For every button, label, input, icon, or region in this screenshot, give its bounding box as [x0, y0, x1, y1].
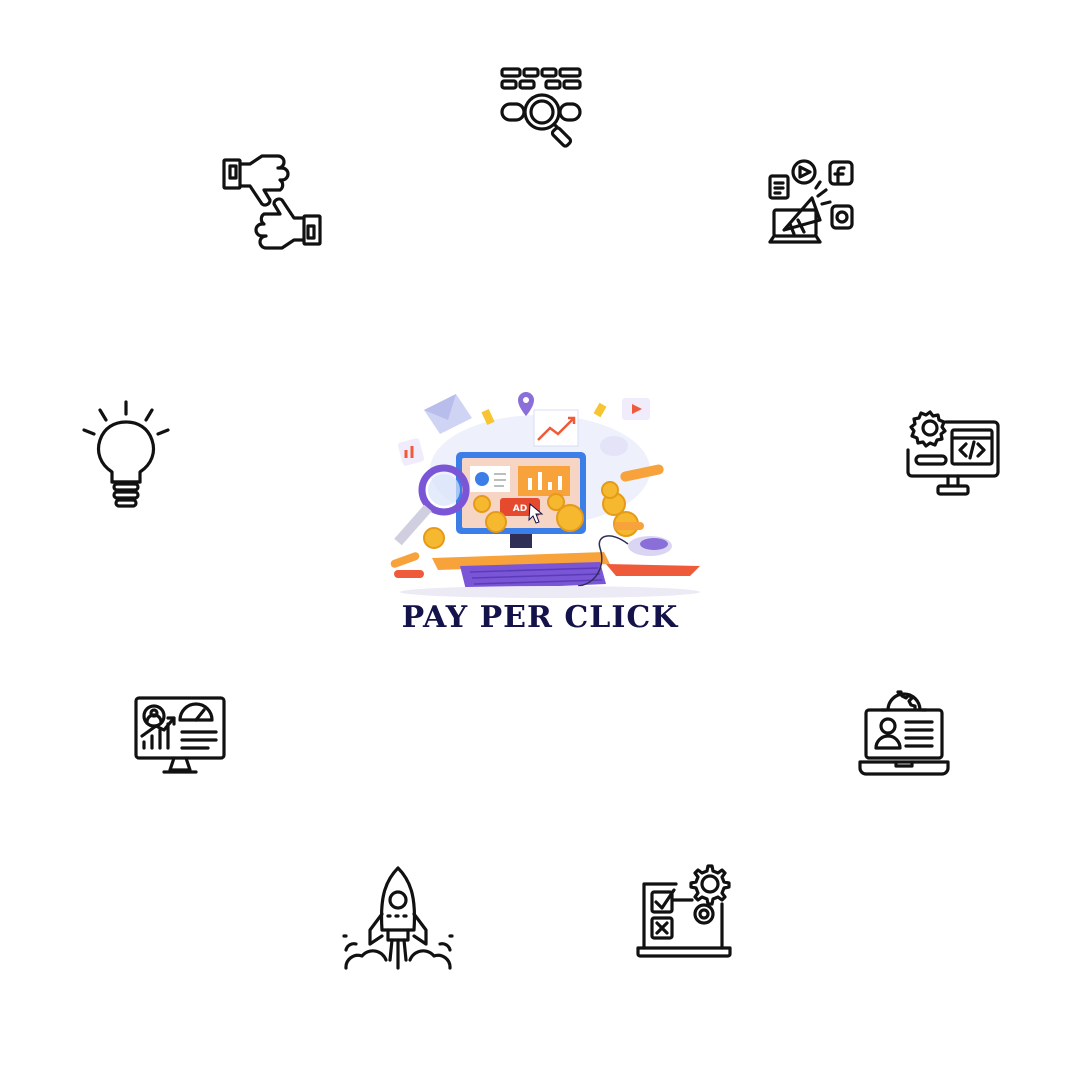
social-media-marketing-icon: [768, 158, 856, 248]
rocket-launch-icon: [342, 864, 454, 976]
ad-label: AD: [513, 504, 527, 514]
thumbs-up-down-icon: [222, 150, 322, 254]
pay-per-click-illustration: AD: [370, 380, 710, 600]
web-development-icon: [906, 406, 1000, 500]
lightbulb-icon: [80, 400, 172, 508]
keyword-search-icon: [500, 66, 584, 150]
page-title: PAY PER CLICK: [401, 600, 679, 635]
checklist-settings-icon: [636, 864, 732, 960]
envelope-icon: [424, 394, 472, 434]
analytics-dashboard-icon: [134, 696, 226, 776]
user-profile-laptop-icon: [858, 688, 950, 778]
